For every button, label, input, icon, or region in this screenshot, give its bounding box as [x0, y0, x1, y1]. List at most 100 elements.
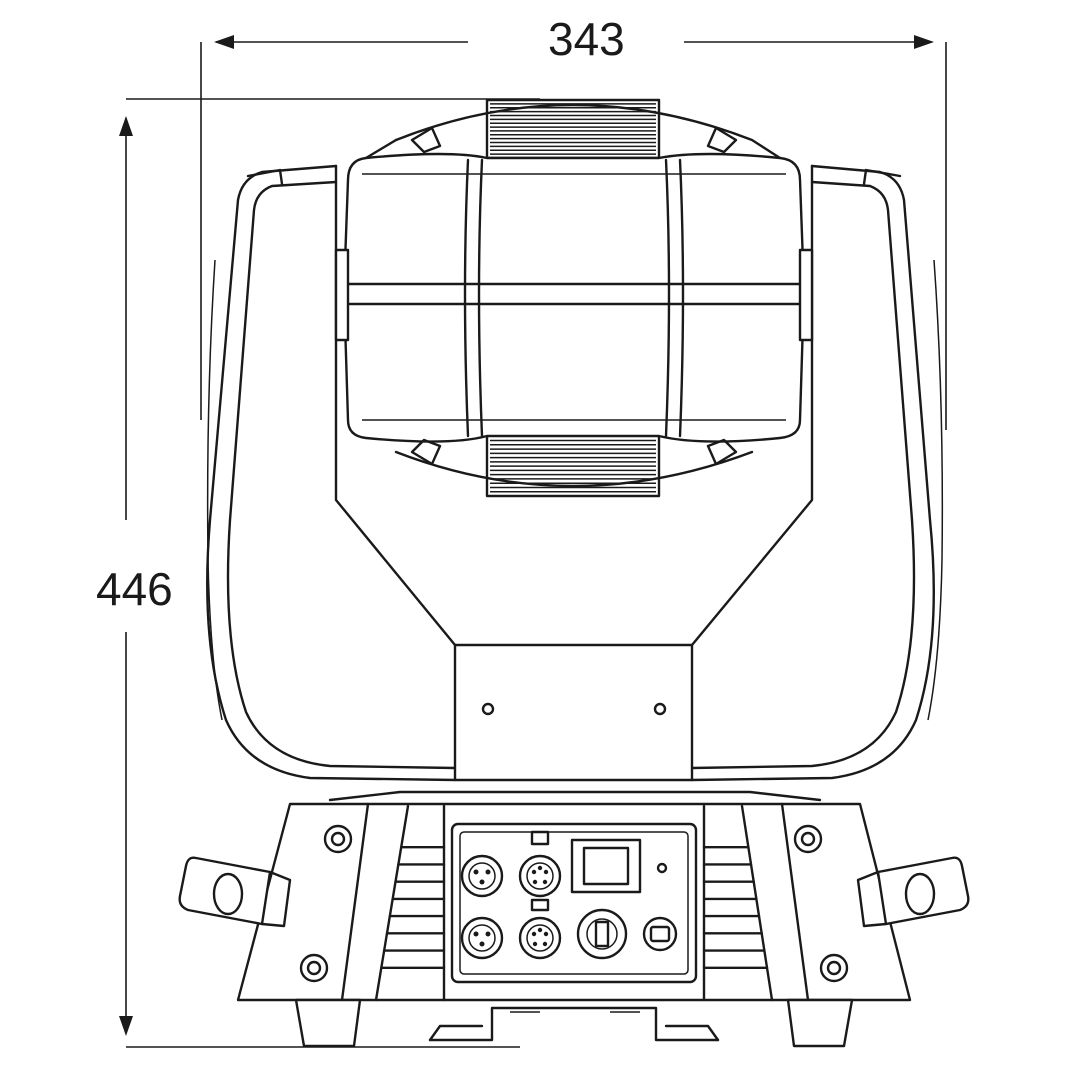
head-body [342, 152, 806, 443]
head-lower-rim [394, 450, 754, 488]
usb-connector-ring [642, 916, 678, 952]
base [178, 790, 970, 1048]
dmx-3pin-in-ring [460, 916, 504, 960]
head-clip-top-left [410, 126, 442, 154]
width-dimension-label: 343 [548, 13, 625, 65]
power-connector-key [594, 920, 610, 948]
yoke-left-arm-outer [206, 164, 457, 782]
screw-bottom-left [299, 953, 329, 983]
width-dimension [200, 35, 947, 430]
mount-bracket-left-lip [428, 1024, 484, 1042]
usb-connector [642, 916, 678, 952]
dmx-5pin-in-face [526, 924, 554, 952]
handle-left-body [178, 856, 272, 926]
pin [542, 879, 548, 885]
handle-left-mount [260, 870, 292, 928]
dmx-3pin-in [460, 916, 504, 960]
yoke-center-block [453, 643, 694, 782]
dmx-5pin-out [518, 830, 562, 898]
dmx-3pin-out-ring [460, 854, 504, 898]
handle-left [178, 856, 292, 928]
mount-bracket-right-lip [664, 1024, 720, 1042]
dmx-5pin-in [518, 898, 562, 960]
pin [537, 927, 543, 933]
pin [531, 931, 537, 937]
dmx-3pin-out [460, 854, 504, 898]
pin [543, 931, 549, 937]
dmx-3pin-in-face [468, 924, 496, 952]
power-connector-face [586, 918, 618, 950]
head-clip-top-right [706, 126, 738, 154]
pin [485, 931, 491, 937]
foot-right [786, 998, 854, 1048]
handle-right [856, 856, 970, 928]
yoke-right-arm-inner [690, 180, 916, 770]
screw-top-right-head [800, 831, 816, 847]
power-connector [576, 908, 628, 960]
moving-head [334, 98, 814, 498]
head-clip-bottom-left [410, 438, 442, 466]
base-top-plate [328, 790, 822, 802]
head-clip-bottom-right [706, 438, 738, 466]
height-dimension [119, 98, 540, 1048]
handle-right-body [876, 856, 970, 926]
base-vent-left [380, 846, 446, 969]
dmx-5pin-out-ring [518, 854, 562, 898]
pin [531, 869, 537, 875]
yoke-screw-right [653, 702, 667, 716]
head-rib-2 [477, 158, 484, 438]
yoke-left-arm-inner [226, 180, 457, 770]
head-rib-4 [678, 158, 685, 438]
connector-panel [450, 822, 698, 984]
width-arrowhead-left [214, 35, 234, 49]
power-switch [570, 838, 642, 894]
height-arrowhead-bottom [119, 1016, 133, 1036]
dmx-5pin-in-ring [518, 916, 562, 960]
yoke-left-cap [246, 168, 284, 186]
usb-connector-port [649, 925, 671, 943]
yoke-right-arm-outer [690, 164, 935, 782]
power-switch-rocker [582, 846, 630, 886]
screw-bottom-right-head [826, 960, 842, 976]
pin [532, 879, 538, 885]
handle-right-mount [856, 870, 888, 928]
pin [485, 869, 491, 875]
head-left-hub [334, 248, 350, 342]
mount-bracket [428, 1006, 720, 1042]
dmx-5pin-out-face [526, 862, 554, 890]
screw-bottom-right [819, 953, 849, 983]
dmx-3pin-out-face [468, 862, 496, 890]
head-upper-rim [394, 103, 782, 160]
pin [473, 869, 479, 875]
head-right-hub [798, 248, 814, 342]
pin [542, 941, 548, 947]
height-arrowhead-top [119, 116, 133, 136]
foot-left [294, 998, 362, 1048]
yoke-right-cap [862, 168, 902, 186]
yoke-screw-left [481, 702, 495, 716]
screw-top-left [323, 824, 353, 854]
power-connector-ring [576, 908, 628, 960]
pin [473, 931, 479, 937]
head-rib-1 [463, 158, 470, 438]
pin [532, 941, 538, 947]
screw-top-right [793, 824, 823, 854]
head-upper-rim-left [364, 138, 398, 160]
base-vent-right [702, 846, 769, 969]
handle-left-hole [212, 872, 244, 916]
height-dimension-label: 446 [96, 563, 173, 615]
dmx-5pin-in-latch [530, 898, 550, 912]
pin [479, 941, 485, 947]
yoke-left-side-bulge [206, 259, 223, 721]
pin [543, 869, 549, 875]
yoke [206, 164, 944, 782]
width-arrowhead-right [914, 35, 934, 49]
power-switch-frame [570, 838, 642, 894]
base-panel-left-edge [340, 802, 370, 1002]
screw-top-left-head [330, 831, 346, 847]
connector-panel-inset [459, 831, 689, 975]
pin [479, 879, 485, 885]
base-panel-right-edge [780, 802, 810, 1002]
